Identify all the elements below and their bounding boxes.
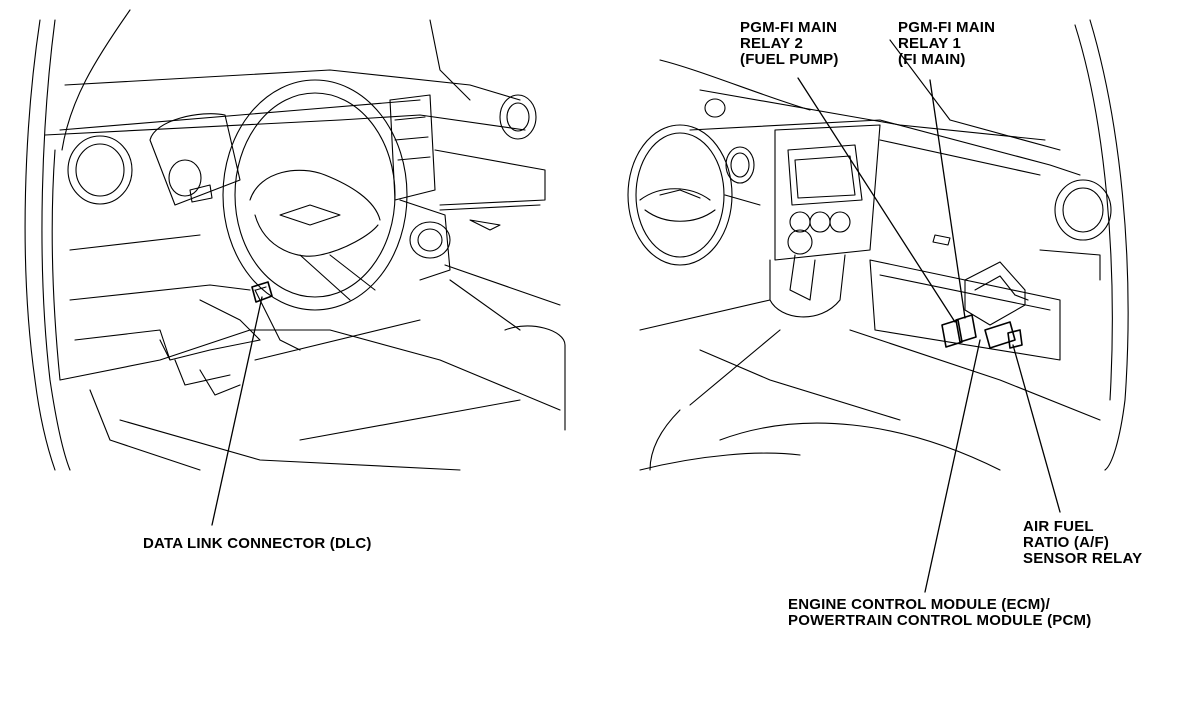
relay1-label-line: (FI MAIN) xyxy=(898,51,966,68)
af-relay-label-line: RATIO (A/F) xyxy=(1023,534,1110,551)
relay2-label-line: (FUEL PUMP) xyxy=(740,51,839,68)
af-relay-label-line: SENSOR RELAY xyxy=(1023,550,1143,567)
af-relay-callout-label: AIR FUEL RATIO (A/F) SENSOR RELAY xyxy=(1023,519,1142,567)
right-dashboard-view xyxy=(627,19,1129,471)
ecm-label-line: ENGINE CONTROL MODULE (ECM)/ xyxy=(788,596,1050,613)
relay1-label-line: RELAY 1 xyxy=(898,35,962,52)
dlc-callout-label: DATA LINK CONNECTOR (DLC) xyxy=(143,536,372,552)
relay2-label-line: RELAY 2 xyxy=(740,35,804,52)
relay1-label-line: PGM-FI MAIN xyxy=(898,19,996,36)
af-relay-label-line: AIR FUEL xyxy=(1023,518,1094,535)
dlc-label-line: DATA LINK CONNECTOR (DLC) xyxy=(143,535,372,552)
leader-dlc xyxy=(211,296,263,526)
leader-ecm xyxy=(924,339,981,593)
left-dashboard-view xyxy=(24,9,566,471)
relay2-callout-label: PGM-FI MAIN RELAY 2 (FUEL PUMP) xyxy=(740,20,839,68)
leader-af-relay xyxy=(1012,344,1061,513)
relay2-label-line: PGM-FI MAIN xyxy=(740,19,838,36)
ecm-callout-label: ENGINE CONTROL MODULE (ECM)/ POWERTRAIN … xyxy=(788,597,1091,629)
ecm-label-line: POWERTRAIN CONTROL MODULE (PCM) xyxy=(788,612,1092,629)
relay1-callout-label: PGM-FI MAIN RELAY 1 (FI MAIN) xyxy=(898,20,995,68)
leader-relay2 xyxy=(797,77,956,323)
leader-relay1 xyxy=(929,79,966,319)
callout-leaders xyxy=(211,77,1061,593)
